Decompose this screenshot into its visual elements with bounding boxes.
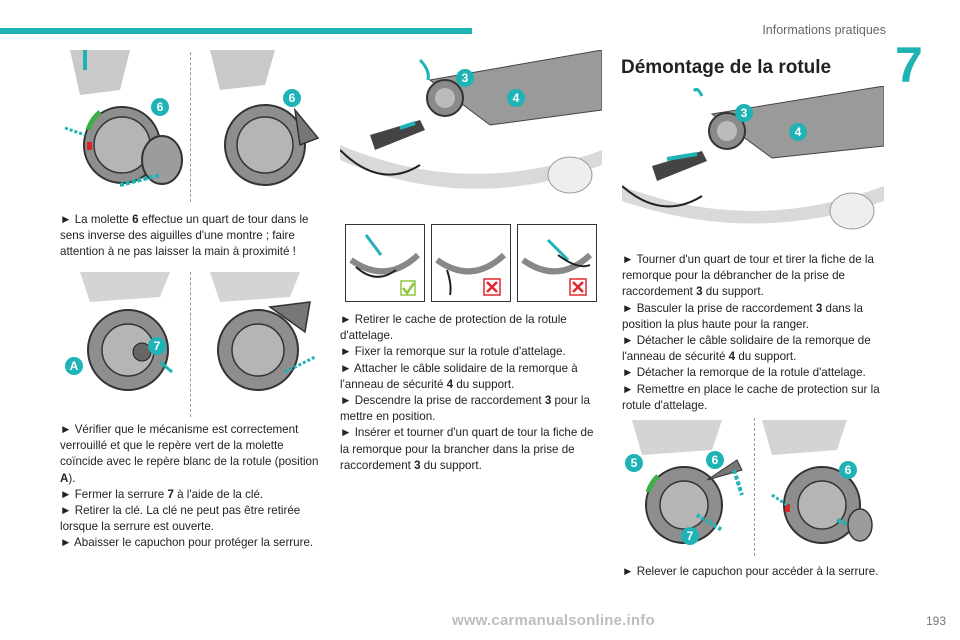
callout-5: 5: [631, 456, 638, 470]
callout-4-b: 4: [795, 125, 802, 139]
page-number: 193: [925, 614, 946, 628]
callout-6-c: 6: [712, 453, 719, 467]
figure-cable-check-ko-1: [431, 224, 511, 302]
col2-text: ► Retirer le cache de protection de la r…: [340, 313, 594, 472]
figure-cable-check-ko-2: [517, 224, 597, 302]
figure-socket-removal: 3 4: [622, 86, 884, 246]
figure-dial-rotation: 6 6: [60, 50, 322, 196]
chapter-number: 7: [895, 37, 923, 93]
callout-4: 4: [513, 91, 520, 105]
figure-divider-2: [190, 272, 191, 417]
figure-cable-check-ok: [345, 224, 425, 302]
header-accent-bar: [0, 28, 472, 34]
col1-para-1: ► La molette 6 effectue un quart de tour…: [60, 213, 309, 259]
col3-text: ► Tourner d'un quart de tour et tirer la…: [622, 253, 880, 412]
callout-A: A: [70, 359, 79, 373]
col1-para-2: ► Vérifier que le mécanisme est correcte…: [60, 423, 319, 550]
figure-lock-position: A 7: [60, 272, 322, 412]
figure-socket-connection: 3 4: [340, 50, 602, 212]
col3-text-2: ► Relever le capuchon pour accéder à la …: [622, 565, 879, 578]
callout-6-left: 6: [157, 100, 164, 114]
callout-7-c: 7: [687, 529, 694, 543]
figure-cap-lift: 5 6 7 6: [622, 420, 884, 555]
callout-3: 3: [462, 71, 469, 85]
figure-divider-3: [754, 418, 755, 556]
section-title: Informations pratiques: [762, 23, 886, 37]
callout-6-d: 6: [845, 463, 852, 477]
section-heading: Démontage de la rotule: [621, 57, 832, 78]
callout-7: 7: [154, 339, 161, 353]
figure-divider: [190, 52, 191, 202]
callout-6-right: 6: [289, 91, 296, 105]
watermark: www.carmanualsonline.info: [452, 612, 655, 629]
callout-3-b: 3: [741, 106, 748, 120]
